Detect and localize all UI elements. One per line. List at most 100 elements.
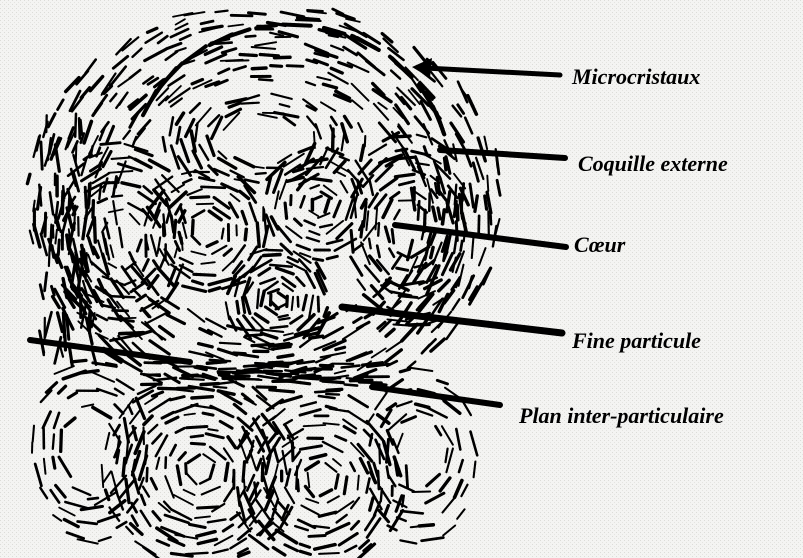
crystal-stroke [249,13,266,15]
crystal-stroke [361,222,363,237]
crystal-stroke [283,25,311,26]
crystal-stroke [198,507,219,508]
crystal-stroke [120,333,144,334]
crystal-stroke [298,18,319,20]
crystal-stroke [435,183,437,193]
crystal-stroke [336,347,345,349]
crystal-stroke [255,363,264,364]
crystal-stroke [244,480,245,493]
crystal-stroke [378,223,379,236]
crystal-stroke [159,388,179,389]
crystal-stroke [81,371,98,373]
crystal-stroke [457,205,458,220]
crystal-stroke [215,11,227,13]
crystal-stroke [203,413,213,415]
crystal-stroke [50,225,51,252]
crystal-stroke [298,297,299,307]
crystal-stroke [53,434,54,448]
crystal-stroke [187,427,207,428]
crystal-stroke [192,397,213,398]
crystal-stroke [27,174,30,183]
crystal-stroke [321,365,333,366]
crystal-stroke [201,187,224,188]
crystal-stroke [252,68,266,69]
crystal-stroke [302,376,321,377]
crystal-stroke [326,394,339,395]
crystal-stroke [431,247,433,257]
crystal-stroke [53,457,55,468]
crystal-stroke [323,381,343,383]
crystal-stroke [201,384,218,385]
crystal-stroke [358,476,359,490]
crystal-stroke [256,173,266,174]
crystal-stroke [214,387,227,388]
crystal-stroke [236,376,249,377]
crystal-stroke [145,363,161,364]
crystal-stroke [86,253,87,278]
crystal-stroke [392,230,394,244]
crystal-stroke [292,443,293,460]
crystal-stroke [266,250,283,251]
crystal-stroke [264,371,282,372]
crystal-stroke [398,157,414,158]
crystal-stroke [181,379,204,380]
crystal-stroke [226,60,249,61]
crystal-stroke [64,313,65,337]
crystal-stroke [245,229,246,240]
crystal-stroke [192,220,193,234]
label-coeur: Cœur [574,234,625,256]
crystal-stroke [52,246,54,258]
crystal-stroke [264,255,280,256]
crystal-stroke [243,462,245,482]
crystal-stroke [191,443,204,444]
crystal-stroke [197,204,214,205]
crystal-stroke [257,387,275,388]
crystal-stroke [285,203,287,218]
crystal-stroke [257,26,274,29]
crystal-stroke [350,380,372,381]
crystal-stroke [491,215,492,224]
crystal-stroke [182,238,183,251]
crystal-stroke [112,196,122,197]
crystal-stroke [101,143,120,145]
label-fine-particule: Fine particule [572,330,701,352]
crystal-stroke [105,182,118,183]
crystal-stroke [309,536,325,537]
crystal-stroke [61,430,62,451]
crystal-stroke [237,301,239,313]
crystal-stroke [406,466,407,488]
label-microcristaux: Microcristaux [572,66,700,88]
crystal-stroke [257,289,259,308]
crystal-stroke [369,239,371,249]
crystal-stroke [93,201,94,218]
crystal-stroke [241,103,258,104]
crystal-stroke [123,458,125,475]
crystal-stroke [88,498,98,499]
crystal-stroke [304,425,326,426]
crystal-stroke [110,296,135,297]
crystal-stroke [278,355,293,357]
crystal-stroke [191,436,203,438]
crystal-stroke [396,149,407,151]
label-coquille-externe: Coquille externe [578,153,728,175]
crystal-stroke [112,158,131,159]
crystal-stroke [220,343,241,344]
crystal-stroke [287,66,303,67]
crystal-stroke [246,36,256,37]
crystal-stroke [292,297,293,310]
crystal-stroke [270,390,294,392]
crystal-stroke [413,492,431,493]
crystal-stroke [147,468,148,481]
crystal-stroke [194,274,215,275]
crystal-stroke [186,464,187,474]
crystal-stroke [33,426,34,442]
crystal-stroke [72,360,87,362]
crystal-stroke [260,55,278,56]
crystal-stroke [207,362,226,364]
crystal-stroke [240,55,256,56]
crystal-stroke [80,120,81,134]
crystal-stroke [351,231,353,253]
crystal-stroke [379,444,380,463]
crystal-stroke [391,136,410,137]
crystal-stroke [438,208,440,219]
